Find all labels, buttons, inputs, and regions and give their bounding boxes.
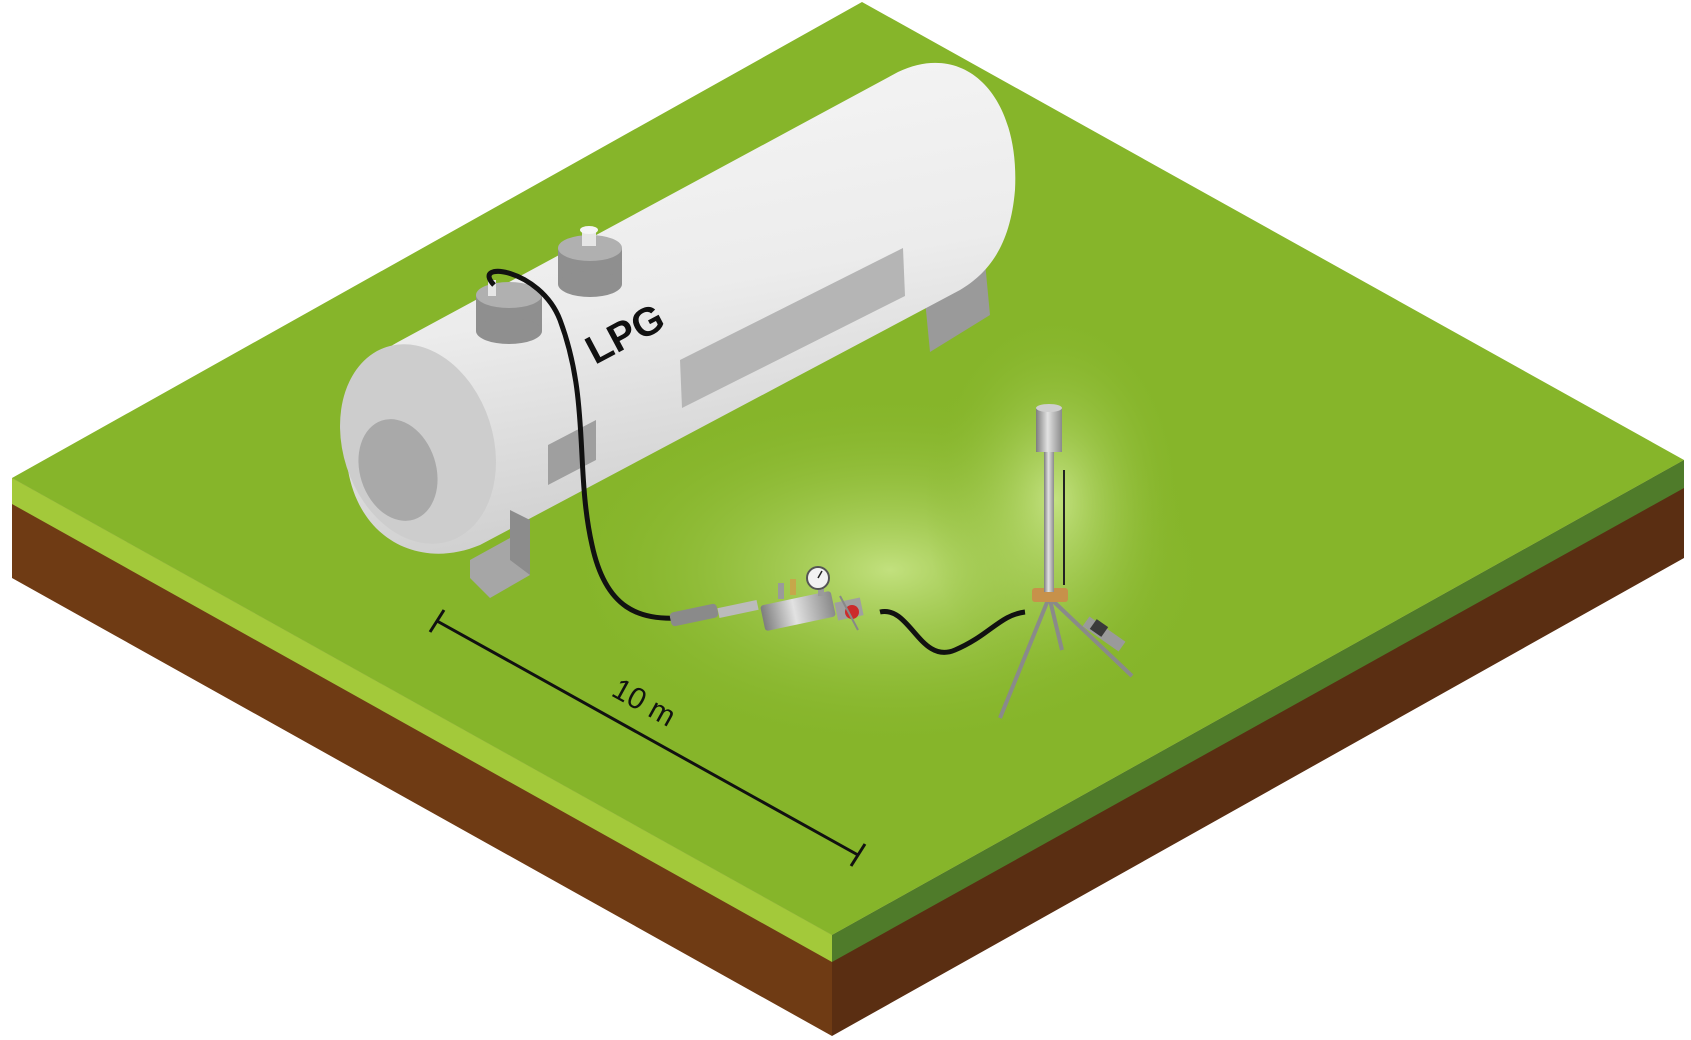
tank-end-cap-center [358, 419, 438, 521]
burner-stand [998, 404, 1134, 719]
tank-band-upper [680, 248, 905, 408]
scale-tick-start [428, 609, 446, 633]
tripod-leg-back [1048, 599, 1064, 651]
burner-glow [925, 310, 1185, 690]
tank-support-front-side [510, 510, 530, 575]
tank-body [345, 62, 1016, 554]
grass-edge-right [832, 460, 1684, 962]
regulator-manifold [669, 566, 864, 631]
grass-edge-left [12, 478, 832, 962]
scale-tick-end [849, 843, 867, 867]
scale-bar [436, 619, 859, 857]
burner-head [1036, 408, 1062, 452]
burner-collar [1032, 588, 1068, 602]
tripod-leg-left [998, 599, 1050, 719]
shutoff-valve [845, 605, 859, 619]
tank-band-lower [548, 420, 596, 485]
lpg-tank: LPG [340, 62, 1016, 598]
supply-hose [486, 268, 681, 621]
burner-hose [879, 609, 1026, 655]
burner-valve-handle [1082, 616, 1126, 652]
burner-pipe [1044, 440, 1054, 592]
tank-support-back [925, 262, 990, 352]
tripod-leg-right [1050, 598, 1134, 678]
tank-dome-front [476, 280, 542, 344]
tank-dome-rear [558, 226, 622, 297]
